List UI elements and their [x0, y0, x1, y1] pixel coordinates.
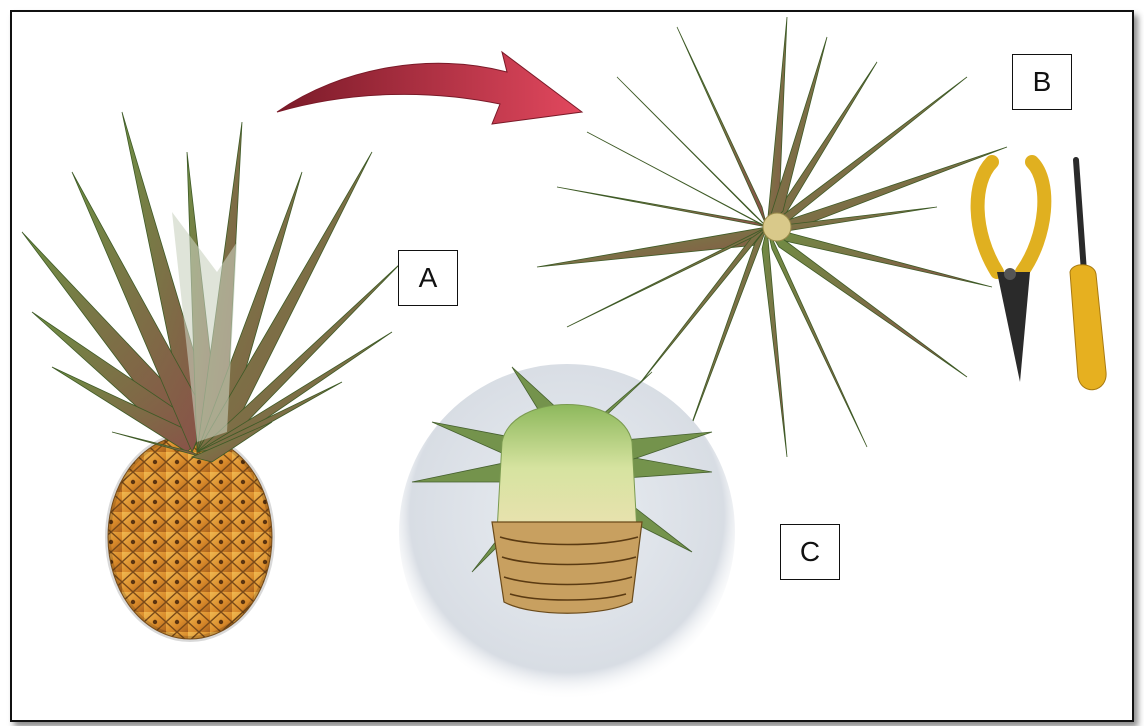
figure-illustration: [12, 12, 1132, 720]
pliers: [978, 162, 1045, 382]
label-c-text: C: [800, 536, 820, 568]
label-a-text: A: [419, 262, 438, 294]
label-b-text: B: [1033, 66, 1052, 98]
whole-pineapple: [22, 112, 402, 639]
crown-base-closeup: [399, 364, 735, 700]
label-c: C: [780, 524, 840, 580]
curved-arrow: [277, 52, 582, 124]
label-a: A: [398, 250, 458, 306]
label-b: B: [1012, 54, 1072, 110]
screwdriver: [1070, 160, 1106, 390]
figure-frame: A B C: [10, 10, 1134, 722]
